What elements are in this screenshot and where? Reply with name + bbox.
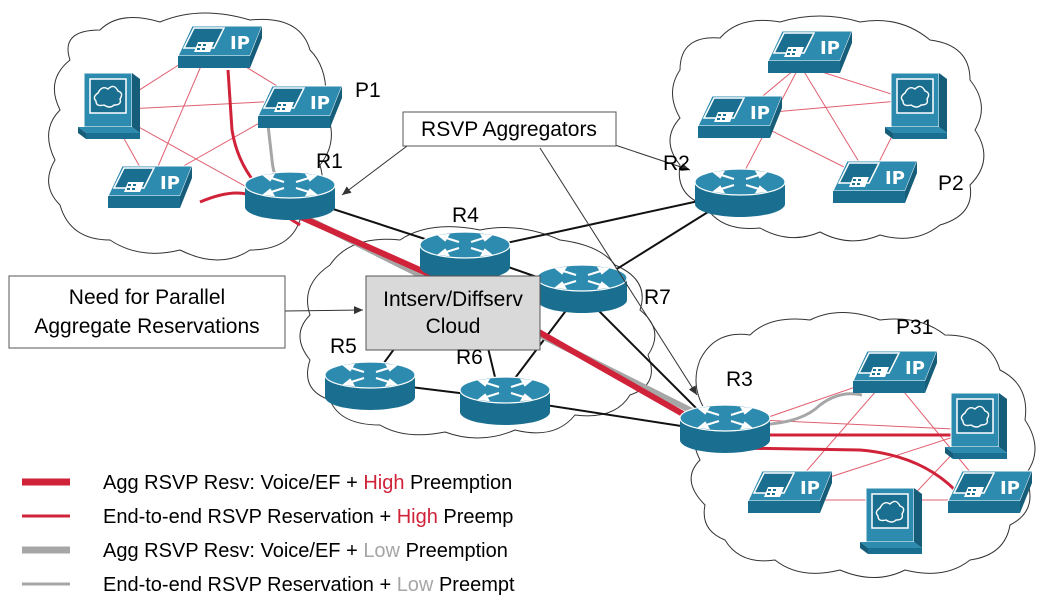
router-label-r7: R7: [644, 286, 671, 309]
legend: Agg RSVP Resv: Voice/EF + High Preemptio…: [22, 472, 515, 596]
legend-item: Agg RSVP Resv: Voice/EF + Low Preemption: [22, 540, 508, 562]
parallel-label-line2: Aggregate Reservations: [34, 315, 259, 338]
ip-phone-icon[interactable]: [177, 25, 263, 69]
workstation-icon[interactable]: [884, 72, 948, 140]
ip-phone-icon[interactable]: [832, 160, 918, 204]
site-label-p31: P31: [896, 316, 933, 339]
router-label-r5: R5: [330, 335, 357, 358]
core-box: Intserv/Diffserv Cloud: [365, 275, 541, 351]
parallel-callout: Need for Parallel Aggregate Reservations: [8, 275, 364, 349]
ip-phone-icon[interactable]: [947, 470, 1033, 514]
router-label-r4: R4: [452, 204, 479, 227]
core-label-line2: Cloud: [426, 315, 481, 338]
workstation-icon[interactable]: [859, 487, 923, 555]
router-label-r3: R3: [726, 368, 753, 391]
core-label-line1: Intserv/Diffserv: [383, 288, 523, 311]
aggregators-callout: RSVP Aggregators: [341, 111, 698, 396]
ip-phone-icon[interactable]: [697, 95, 783, 139]
aggregators-label: RSVP Aggregators: [421, 118, 597, 141]
workstation-icon[interactable]: [77, 72, 141, 140]
legend-item: End-to-end RSVP Reservation + Low Preemp…: [22, 574, 515, 596]
ip-phone-icon[interactable]: [747, 470, 833, 514]
site-label-p1: P1: [355, 79, 381, 102]
router-label-r1: R1: [316, 150, 343, 173]
workstation-icon[interactable]: [944, 392, 1008, 460]
router-r5-icon[interactable]: [323, 360, 417, 412]
legend-label: Agg RSVP Resv: Voice/EF + High Preemptio…: [103, 472, 512, 494]
legend-label: Agg RSVP Resv: Voice/EF + Low Preemption: [103, 540, 508, 562]
router-r1-icon[interactable]: [243, 170, 337, 222]
router-r3-icon[interactable]: [678, 403, 772, 455]
ip-phone-icon[interactable]: [107, 165, 193, 209]
ip-phone-icon[interactable]: [257, 85, 343, 129]
ip-phone-icon[interactable]: [852, 350, 938, 394]
router-r4-icon[interactable]: [418, 230, 512, 282]
low-e2e-path-b: [749, 392, 863, 427]
legend-label: End-to-end RSVP Reservation + High Preem…: [103, 506, 513, 528]
legend-label: End-to-end RSVP Reservation + Low Preemp…: [103, 574, 515, 596]
legend-item: End-to-end RSVP Reservation + High Preem…: [22, 506, 513, 528]
router-label-r6: R6: [456, 346, 483, 369]
site-label-p2: P2: [938, 172, 964, 195]
router-r2-icon[interactable]: [693, 167, 787, 219]
router-r7-icon[interactable]: [535, 263, 629, 315]
parallel-label-line1: Need for Parallel: [69, 286, 225, 309]
high-e2e-path-d: [734, 446, 957, 492]
legend-item: Agg RSVP Resv: Voice/EF + High Preemptio…: [22, 472, 512, 494]
router-label-r2: R2: [663, 152, 690, 175]
router-r6-icon[interactable]: [458, 375, 552, 427]
node-labels: R1 R2 R3 R4 R5 R6 R7 P1 P2 P31: [316, 79, 964, 391]
ip-phone-icon[interactable]: [767, 30, 853, 74]
